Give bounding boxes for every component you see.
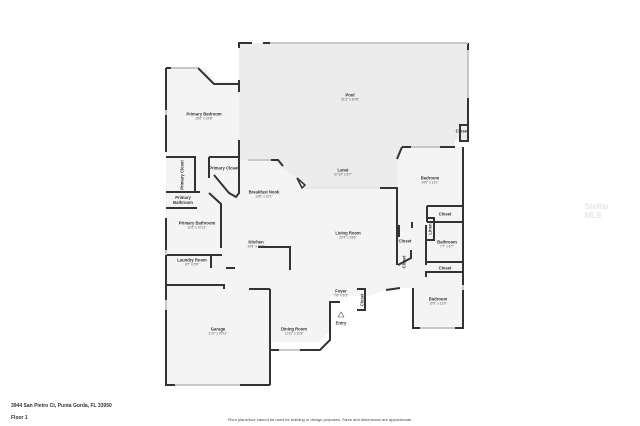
disclaimer: Floor plans/tour cannot be used for buil… — [227, 417, 413, 422]
pool-area — [239, 43, 468, 188]
room-primary-bathroom-small: Primary Bathroom — [173, 195, 193, 205]
room-primary-closet-vertical: Primary Closet — [179, 160, 185, 190]
property-address: 3944 San Pietro Ct, Punta Gorda, FL 3395… — [11, 403, 112, 409]
room-closet-bedroom-2: Closet — [438, 265, 452, 271]
room-closet-hall: Closet — [398, 238, 412, 244]
room-primary-closet: Primary Closet — [209, 165, 239, 171]
room-linen: Linen — [427, 223, 433, 235]
room-closet-pool: Closet — [455, 128, 469, 134]
entry-label: Entry — [335, 320, 347, 326]
room-closet-small: Closet — [401, 255, 407, 269]
room-closet-bedroom-1: Closet — [438, 211, 452, 217]
entry-arrow-icon — [337, 311, 345, 318]
floor-label: Floor 1 — [11, 415, 28, 421]
windows — [165, 42, 469, 386]
watermark: Stellar MLS — [584, 202, 609, 220]
walls — [165, 42, 469, 386]
interior-floor — [165, 68, 463, 385]
room-closet-foyer: Closet — [359, 293, 365, 307]
